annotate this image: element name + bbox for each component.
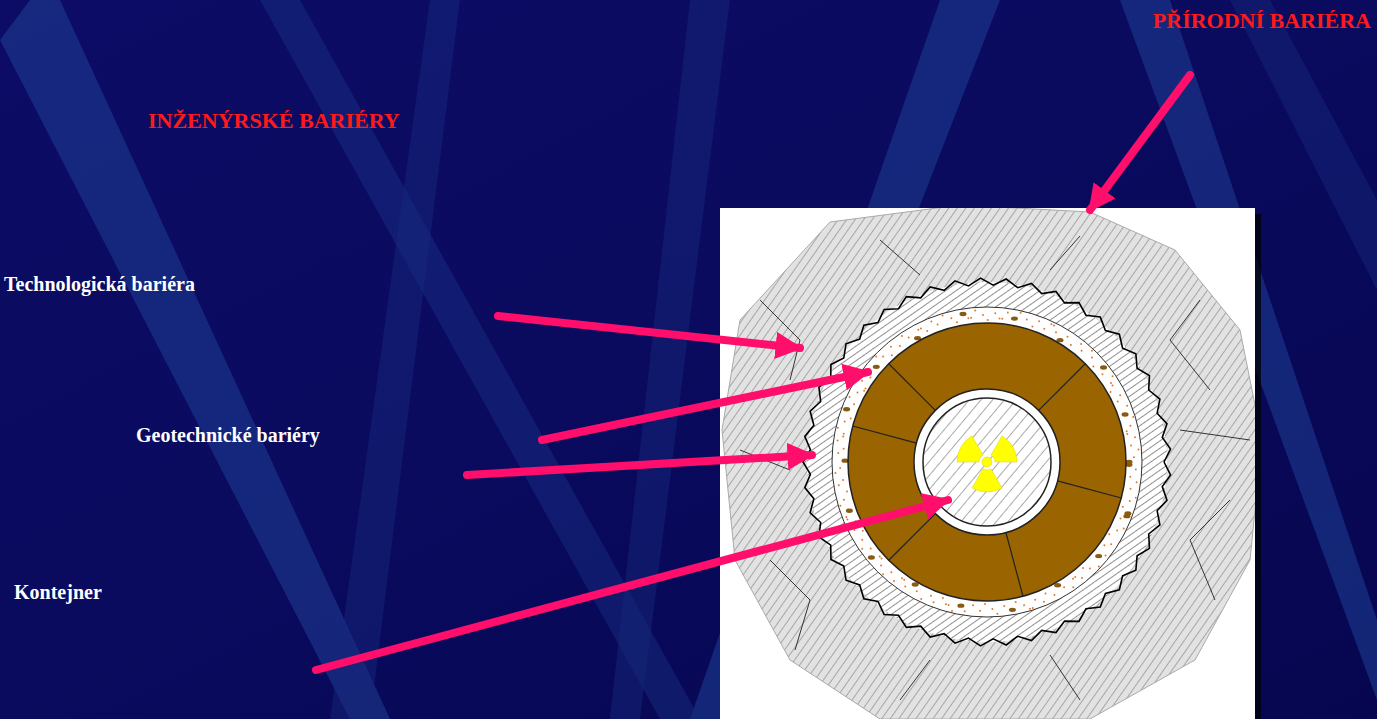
buffer-ring <box>848 323 1126 601</box>
backfill-ring <box>832 307 1142 617</box>
container <box>923 398 1051 526</box>
barrier-heading: PŘÍRODNÍ BARIÉRA <box>1153 8 1371 34</box>
rock-crack <box>1190 500 1230 600</box>
barrier-heading: INŽENÝRSKÉ BARIÉRY <box>148 108 400 134</box>
leader-arrows <box>316 75 1190 670</box>
rock-crack <box>1050 655 1080 700</box>
rock-crack <box>760 300 800 380</box>
backfill-speckles <box>834 309 1139 614</box>
rock-crack <box>1170 300 1210 390</box>
rock-crack <box>770 560 810 650</box>
radiation-symbol <box>957 436 1017 492</box>
part-label: Geotechnické bariéry <box>136 424 320 447</box>
container-gap <box>914 389 1060 535</box>
part-label: Kontejner <box>14 581 102 604</box>
rock-crack <box>1050 236 1080 270</box>
host-rock <box>722 208 1255 719</box>
excavation-boundary <box>803 278 1171 646</box>
rock-crack <box>880 240 920 275</box>
rock-crack <box>900 660 930 700</box>
part-label: Technologická bariéra <box>4 273 195 296</box>
buffer-segments <box>853 364 1122 597</box>
rock-crack <box>1180 430 1250 440</box>
